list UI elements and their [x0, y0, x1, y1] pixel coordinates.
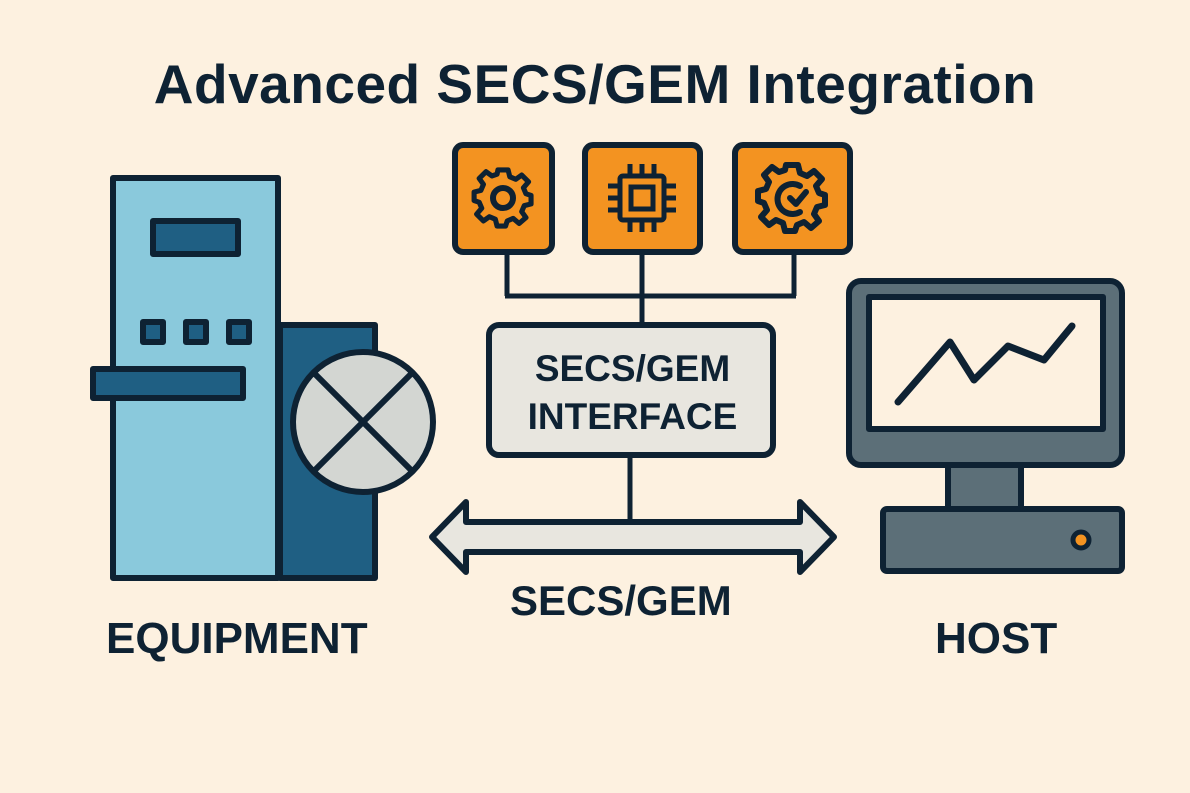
module-connectors [504, 250, 797, 522]
module-gear-check[interactable] [732, 142, 853, 255]
chip-icon [608, 164, 676, 232]
interface-label-line2: INTERFACE [527, 396, 738, 437]
host-computer-icon [846, 278, 1125, 574]
module-chip[interactable] [582, 142, 703, 255]
equipment-icon [90, 175, 436, 581]
bidirectional-arrow-icon [429, 499, 837, 575]
page-title: Advanced SECS/GEM Integration [153, 53, 1037, 115]
equipment-label: EQUIPMENT [106, 614, 368, 663]
secs-gem-interface-box[interactable] [486, 322, 776, 458]
interface-label-line1: SECS/GEM [534, 348, 731, 389]
gear-check-icon [755, 162, 828, 234]
interface-label: SECS/GEM INTERFACE [490, 345, 775, 441]
module-gear[interactable] [452, 142, 555, 255]
gear-icon [471, 167, 534, 229]
link-label: SECS/GEM [510, 577, 732, 624]
host-label: HOST [935, 614, 1058, 663]
